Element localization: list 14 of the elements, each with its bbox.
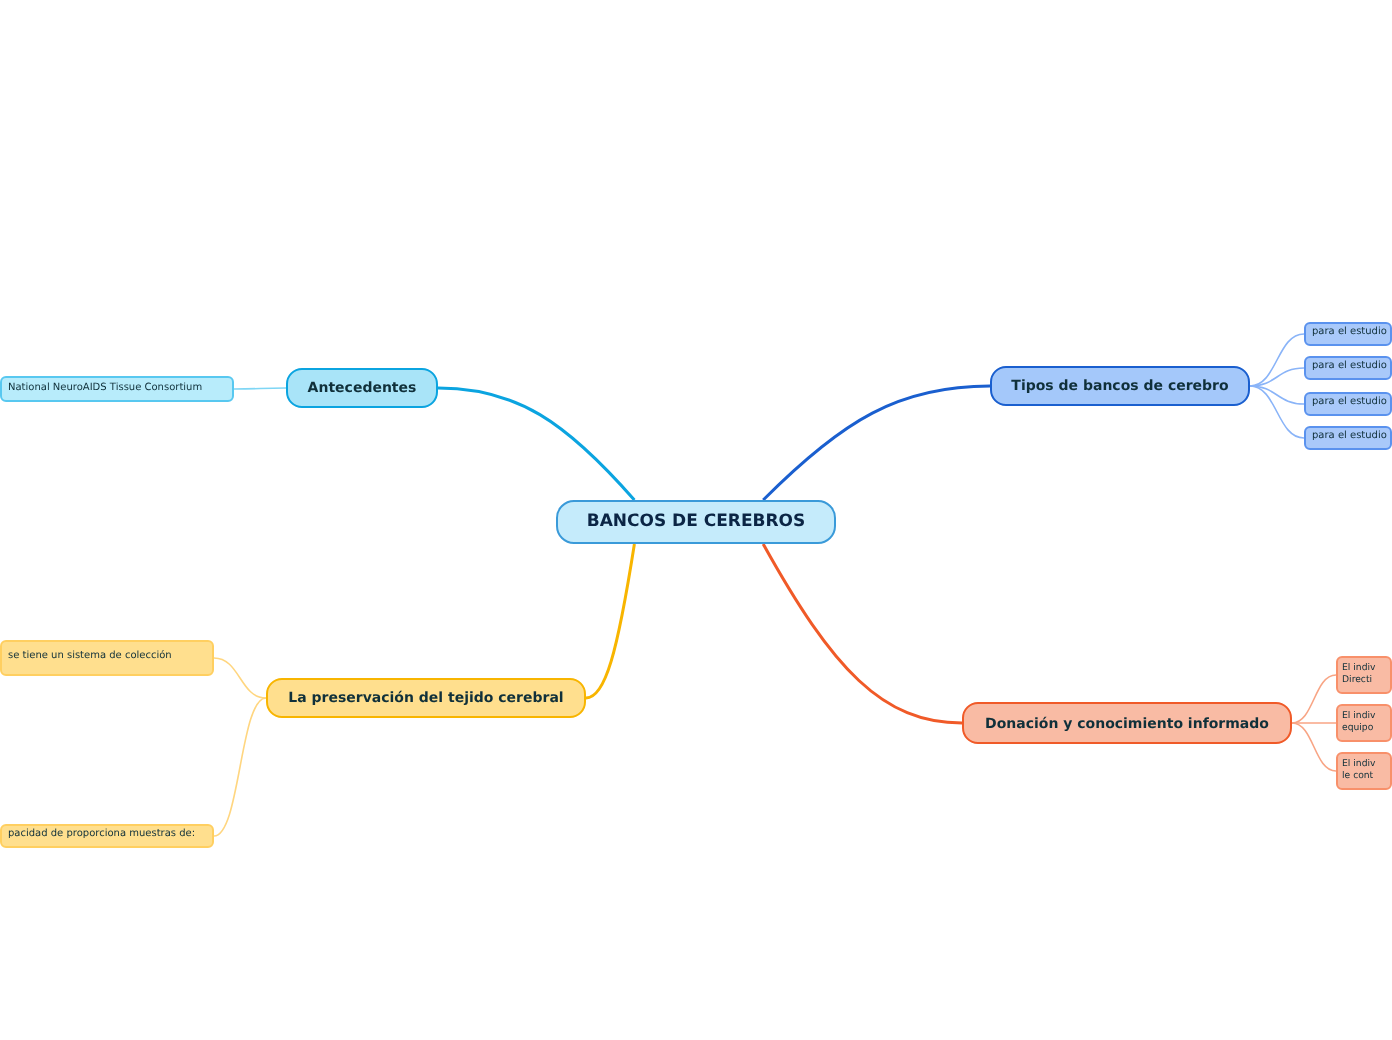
- connector-line: [1249, 385, 1305, 405]
- connector-line: [233, 387, 287, 390]
- connector-line: [1291, 722, 1337, 772]
- connector-line: [585, 543, 636, 700]
- connector-line: [437, 386, 636, 501]
- connector-line: [213, 657, 267, 699]
- connector-line: [213, 697, 267, 837]
- connector-line: [1249, 333, 1305, 387]
- connector-line: [1291, 722, 1337, 724]
- connector-line: [761, 543, 963, 725]
- central-topic: BANCOS DE CEREBROS: [556, 500, 836, 544]
- connector-line: [762, 384, 991, 502]
- connector-line: [1291, 674, 1337, 724]
- connector-line: [1249, 385, 1305, 439]
